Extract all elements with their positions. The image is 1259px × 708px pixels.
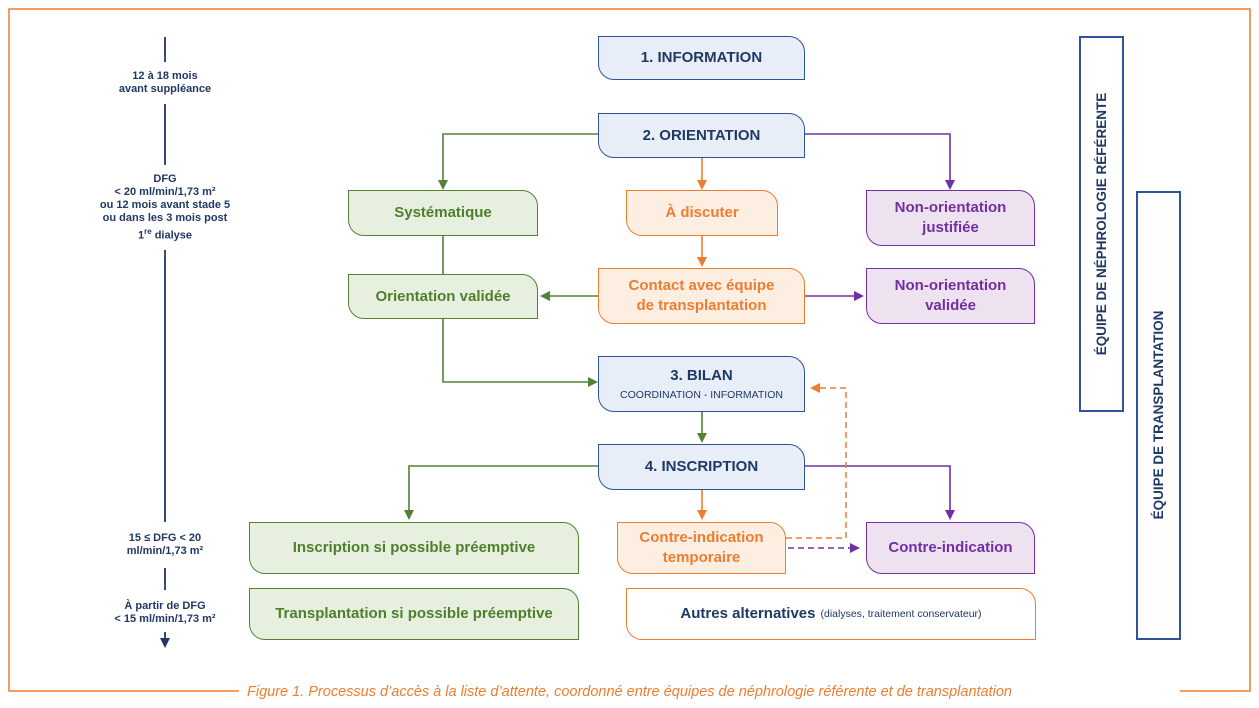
option-systematique: Systématique [348, 190, 538, 236]
step-bilan: 3. BILAN COORDINATION - INFORMATION [598, 356, 805, 412]
step-information: 1. INFORMATION [598, 36, 805, 80]
team-transplantation-box [1136, 191, 1181, 640]
timeline-label-2: DFG < 20 ml/min/1,73 m² ou 12 mois avant… [99, 173, 231, 242]
arrow-inscription-contreindication [805, 465, 955, 520]
outcome-inscription-preemptive: Inscription si possible préemptive [249, 522, 579, 574]
arrow-inscription-preemptive [404, 465, 598, 520]
outcome-contre-indication: Contre-indication [866, 522, 1035, 574]
outcome-autres-alternatives: Autres alternatives (dialyses, traitemen… [626, 588, 1036, 640]
timeline-label-1: 12 à 18 mois avant suppléance [118, 70, 212, 95]
step-orientation: 2. ORIENTATION [598, 113, 805, 158]
team-nephrologie-label: ÉQUIPE DE NÉPHROLOGIE RÉFÉRENTE [1094, 92, 1109, 356]
team-nephrologie-box [1079, 36, 1124, 412]
option-orientation-validee: Orientation validée [348, 274, 538, 319]
arrow-orientation-systematique [438, 133, 598, 190]
figure-caption: Figure 1. Processus d’accès à la liste d… [0, 684, 1259, 700]
arrow-temporaire-bilan-dashed [786, 383, 847, 539]
outer-frame [8, 8, 1251, 692]
option-a-discuter: À discuter [626, 190, 778, 236]
outcome-transplantation-preemptive: Transplantation si possible préemptive [249, 588, 579, 640]
option-non-orientation-validee: Non-orientation validée [866, 268, 1035, 324]
arrow-validee-bilan [442, 319, 598, 387]
team-transplantation-label: ÉQUIPE DE TRANSPLANTATION [1151, 310, 1166, 520]
option-contact-equipe: Contact avec équipe de transplantation [598, 268, 805, 324]
outcome-contre-indication-temporaire: Contre-indication temporaire [617, 522, 786, 574]
timeline-label-4: À partir de DFG < 15 ml/min/1,73 m² [114, 600, 216, 625]
step-inscription: 4. INSCRIPTION [598, 444, 805, 490]
option-non-orientation-justifiee: Non-orientation justifiée [866, 190, 1035, 246]
timeline-label-3: 15 ≤ DFG < 20 ml/min/1,73 m² [126, 532, 204, 557]
arrow-orientation-nonorientation [805, 133, 955, 190]
